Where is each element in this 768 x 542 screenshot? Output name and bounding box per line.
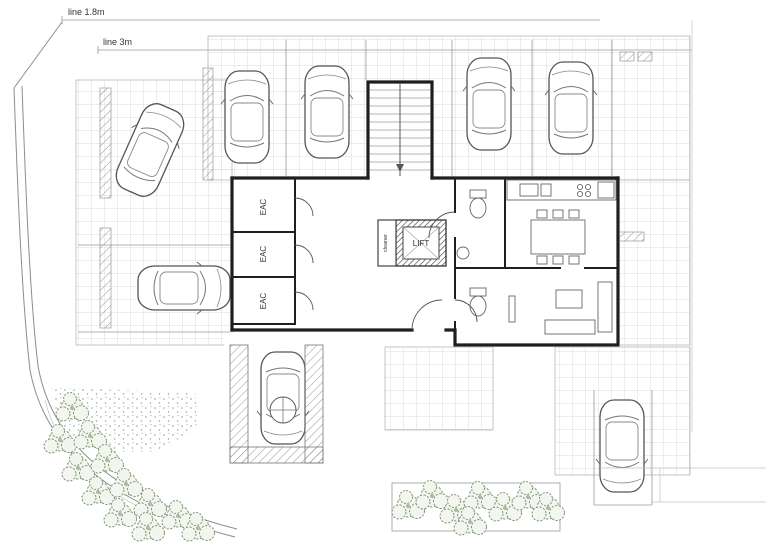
wash-basin xyxy=(456,246,470,260)
paving-top-parking xyxy=(207,35,691,181)
car-bay-2 xyxy=(220,70,274,164)
dining-set xyxy=(530,209,586,265)
staircase xyxy=(370,84,430,176)
car-left-middle xyxy=(137,261,231,315)
car-bay-5 xyxy=(544,61,598,155)
column-circle xyxy=(269,396,297,424)
stair-direction-arrow xyxy=(396,164,404,172)
eac-3-label: EAC xyxy=(259,293,268,310)
planting-bed-left xyxy=(43,392,215,542)
stove-burners xyxy=(576,183,592,198)
car-bay-4 xyxy=(462,57,516,151)
paving-right-strip xyxy=(617,179,691,346)
bottom-right-parking xyxy=(593,390,766,506)
kitchen-sink-drainer xyxy=(540,183,552,197)
lift-shaft: LIFT xyxy=(395,219,447,267)
sofa-side xyxy=(597,281,613,333)
planting-bed-center xyxy=(391,480,565,536)
tv-unit xyxy=(508,295,516,323)
building-interior-walls xyxy=(231,177,619,346)
cleaner-closet: cleaner xyxy=(377,219,397,267)
coffee-table xyxy=(555,289,583,309)
sofa-bottom xyxy=(544,319,596,335)
eac-1-label: EAC xyxy=(259,199,268,216)
bathroom-top xyxy=(469,189,487,219)
kitchen xyxy=(506,179,617,201)
toilet-bowl xyxy=(469,197,487,219)
cleaner-label: cleaner xyxy=(383,234,389,252)
toilet-tank xyxy=(469,189,487,199)
car-bottom-right xyxy=(595,399,649,493)
door-swings xyxy=(294,197,478,331)
toilet-tank xyxy=(469,287,487,297)
wall-stubs xyxy=(99,51,653,329)
toilet-bowl xyxy=(469,295,487,317)
setback-1-8m-label: line 1.8m xyxy=(68,7,105,17)
eac-rooms: EAC EAC EAC xyxy=(259,199,268,310)
car-bay-3 xyxy=(300,65,354,159)
dining-table xyxy=(530,219,586,255)
lift-label: LIFT xyxy=(413,239,430,248)
patio-terrace xyxy=(384,346,494,431)
fridge xyxy=(597,181,615,199)
garage-walls xyxy=(229,344,324,464)
living-room xyxy=(508,281,613,335)
setback-3m-label: line 3m xyxy=(103,37,132,47)
kitchen-sink xyxy=(519,183,539,197)
eac-2-label: EAC xyxy=(259,246,268,263)
setback-line-1-8m xyxy=(61,16,600,24)
